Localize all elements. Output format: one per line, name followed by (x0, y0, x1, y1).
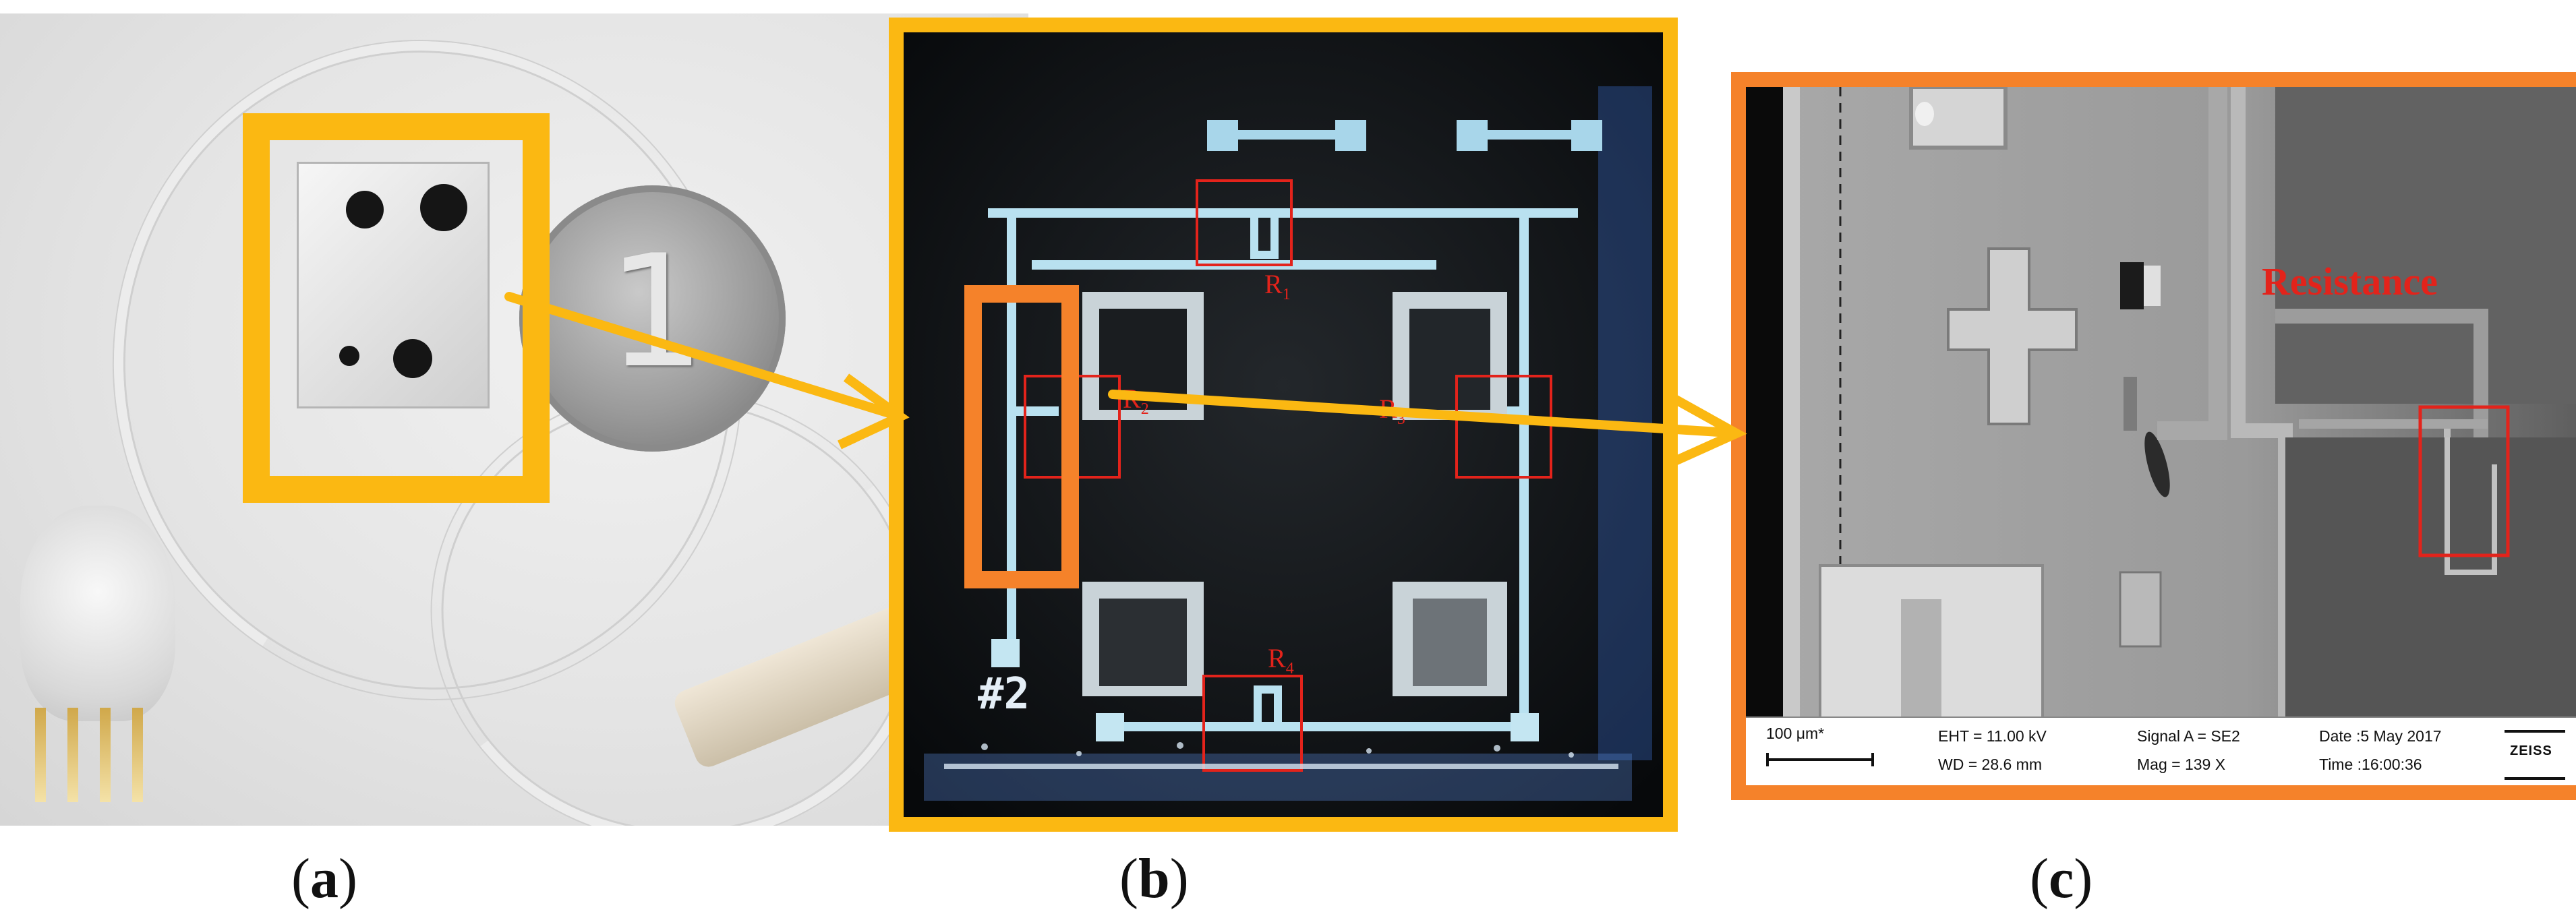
resistor-r4-highlight (1202, 675, 1303, 772)
arrow-b-to-c-head (1667, 393, 1747, 468)
resistor-label-r1: R1 (1264, 268, 1291, 304)
mount-hole (346, 191, 384, 228)
panel-b-zoom-frame (964, 285, 1079, 588)
panel-a-highlight-frame (243, 113, 550, 503)
arrow-a-to-b (504, 292, 898, 419)
mount-hole (339, 346, 359, 366)
panel-a-photo: 1 (0, 13, 1028, 826)
date-readout: Date :5 May 2017 (2319, 727, 2442, 745)
mag-readout: Mag = 139 X (2137, 756, 2226, 773)
resistance-annotation: Resistance (2262, 259, 2438, 303)
sem-info-bar: 100 μm* EHT = 11.00 kV WD = 28.6 mm Sign… (1746, 716, 2576, 785)
caption-b: (b) (1119, 847, 1189, 910)
label-index: 4 (1285, 660, 1294, 677)
scale-bar-tick (1871, 753, 1874, 766)
caption-c-letter: c (2048, 847, 2074, 910)
mount-hole (393, 339, 432, 378)
panel-c-sem-image: Resistance 100 μm* EHT = 11.00 kV WD = 2… (1731, 72, 2576, 800)
eht-readout: EHT = 11.00 kV (1938, 727, 2047, 745)
scale-bar-label: 100 μm* (1766, 725, 1825, 742)
chip-number-label: #2 (978, 669, 1030, 719)
caption-c: (c) (2030, 847, 2093, 910)
epoxy-connector-blob (20, 506, 175, 721)
reference-coin (519, 185, 786, 452)
caption-a-letter: a (310, 847, 339, 910)
coin-denomination-glyph: 1 (607, 222, 706, 402)
resistance-highlight-box (2418, 405, 2510, 557)
sensor-package-body (297, 162, 490, 408)
mount-hole (420, 184, 467, 231)
label-letter: R (1268, 643, 1286, 673)
sem-layout-drawing (1746, 87, 2576, 718)
label-index: 1 (1282, 286, 1291, 303)
scale-bar-line (1766, 758, 1874, 761)
arrow-a-to-b-head (838, 373, 910, 450)
resistor-r1-highlight (1196, 179, 1293, 266)
zeiss-logo-text: ZEISS (2510, 743, 2552, 758)
arrow-b-to-c (1108, 390, 1734, 437)
wd-readout: WD = 28.6 mm (1938, 756, 2043, 773)
zeiss-logo: ZEISS (2505, 730, 2565, 780)
resistor-label-r4: R4 (1268, 642, 1294, 678)
connector-pin (100, 708, 111, 802)
label-index: 2 (1140, 400, 1149, 418)
connector-pin (35, 708, 46, 802)
resistor-r3-highlight (1455, 375, 1552, 479)
signal-readout: Signal A = SE2 (2137, 727, 2240, 745)
label-letter: R (1264, 269, 1283, 299)
connector-pin (132, 708, 143, 802)
connector-pin (67, 708, 78, 802)
caption-b-letter: b (1138, 847, 1170, 910)
scale-bar-tick (1766, 753, 1769, 766)
caption-a: (a) (291, 847, 357, 910)
time-readout: Time :16:00:36 (2319, 756, 2422, 773)
